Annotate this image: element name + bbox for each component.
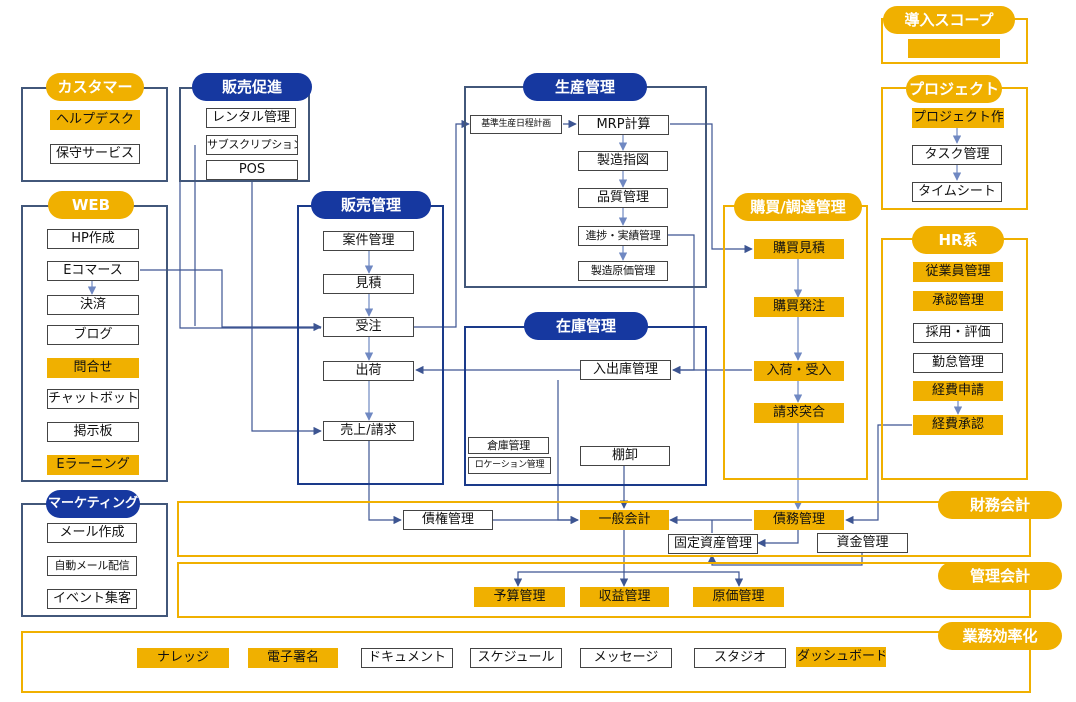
bbs-node[interactable]: 掲示板 (47, 422, 139, 442)
efficiency-header: 業務効率化 (938, 622, 1062, 650)
customer-frame (21, 87, 168, 182)
document-node[interactable]: ドキュメント (361, 648, 453, 668)
rental-node[interactable]: レンタル管理 (206, 108, 296, 128)
funds-node[interactable]: 資金管理 (817, 533, 908, 553)
stocktake-node[interactable]: 棚卸 (580, 446, 670, 466)
promo-header: 販売促進 (192, 73, 312, 101)
finance-header: 財務会計 (938, 491, 1062, 519)
event-node[interactable]: イベント集客 (47, 589, 137, 609)
master-schedule-node[interactable]: 基準生産日程計画 (470, 115, 562, 134)
invoice-match-node[interactable]: 請求突合 (754, 403, 844, 423)
web-header: WEB (48, 191, 134, 219)
inout-node[interactable]: 入出庫管理 (580, 360, 671, 380)
recruit-node[interactable]: 採用・評価 (913, 323, 1003, 343)
purchase-quote-node[interactable]: 購買見積 (754, 239, 844, 259)
blog-node[interactable]: ブログ (47, 325, 139, 345)
maintenance-node[interactable]: 保守サービス (50, 144, 140, 164)
inquiry-node[interactable]: 問合せ (47, 358, 139, 378)
quote-node[interactable]: 見積 (323, 274, 414, 294)
wire-payable-fixed (757, 530, 799, 548)
deal-node[interactable]: 案件管理 (323, 231, 414, 251)
cost-node[interactable]: 原価管理 (693, 587, 784, 607)
mgmt-acct-header: 管理会計 (938, 562, 1062, 590)
fixed-assets-node[interactable]: 固定資産管理 (668, 534, 758, 554)
employee-node[interactable]: 従業員管理 (913, 262, 1003, 282)
hp-node[interactable]: HP作成 (47, 229, 139, 249)
budget-node[interactable]: 予算管理 (474, 587, 565, 607)
payment-node[interactable]: 決済 (47, 295, 139, 315)
pos-node[interactable]: POS (206, 160, 298, 180)
wire-rental-order (179, 118, 321, 329)
warehouse-node[interactable]: 倉庫管理 (468, 437, 549, 454)
wire-funds-mgmt (707, 553, 863, 566)
wire-ec-order (140, 269, 322, 332)
project-header: プロジェクト (906, 75, 1002, 103)
customer-header: カスタマー (46, 73, 144, 101)
wire-mrp-purchase (670, 123, 753, 254)
wire-billing-receivable (368, 441, 402, 525)
ec-node[interactable]: Eコマース (47, 261, 139, 281)
quality-node[interactable]: 品質管理 (578, 188, 668, 208)
mfg-cost-node[interactable]: 製造原価管理 (578, 261, 668, 281)
expense-approve-node[interactable]: 経費承認 (913, 415, 1003, 435)
project-create-node[interactable]: プロジェクト作成 (912, 108, 1004, 128)
location-node[interactable]: ロケーション管理 (468, 457, 551, 474)
purchasing-header: 購買/調達管理 (734, 193, 862, 221)
payable-node[interactable]: 債務管理 (754, 510, 844, 530)
studio-node[interactable]: スタジオ (694, 648, 786, 668)
finance-frame (177, 501, 1031, 557)
receiving-node[interactable]: 入荷・受入 (754, 361, 844, 381)
efficiency-frame (21, 631, 1031, 693)
schedule-node[interactable]: スケジュール (470, 648, 562, 668)
chatbot-node[interactable]: チャットボット (47, 389, 139, 409)
production-header: 生産管理 (523, 73, 647, 101)
profit-node[interactable]: 収益管理 (580, 587, 669, 607)
knowledge-node[interactable]: ナレッジ (137, 648, 229, 668)
helpdesk-node[interactable]: ヘルプデスク (50, 110, 140, 130)
order-node[interactable]: 受注 (323, 317, 414, 337)
wire-general-budget (513, 571, 624, 587)
general-ledger-node[interactable]: 一般会計 (580, 510, 669, 530)
scope-header: 導入スコープ (883, 6, 1015, 34)
purchase-order-node[interactable]: 購買発注 (754, 297, 844, 317)
wire-expense-payable (845, 424, 912, 525)
auto-mail-node[interactable]: 自動メール配信 (47, 556, 137, 576)
wire-order-mps (414, 119, 470, 328)
billing-node[interactable]: 売上/請求 (323, 421, 414, 441)
attendance-node[interactable]: 勤怠管理 (913, 353, 1003, 373)
wire-general-cost (624, 571, 744, 587)
shipping-node[interactable]: 出荷 (323, 361, 414, 381)
receivable-node[interactable]: 債権管理 (403, 510, 493, 530)
expense-apply-node[interactable]: 経費申請 (913, 381, 1003, 401)
sales-header: 販売管理 (311, 191, 431, 219)
dashboard-node[interactable]: ダッシュボード (796, 647, 886, 667)
task-node[interactable]: タスク管理 (912, 145, 1002, 165)
message-node[interactable]: メッセージ (580, 648, 672, 668)
marketing-header: マーケティング (46, 490, 140, 518)
mgmt-acct-frame (177, 562, 1031, 618)
subscription-node[interactable]: サブスクリプション (206, 135, 298, 155)
timesheet-node[interactable]: タイムシート (912, 182, 1002, 202)
inventory-header: 在庫管理 (524, 312, 648, 340)
progress-node[interactable]: 進捗・実績管理 (578, 226, 668, 246)
approval-node[interactable]: 承認管理 (913, 291, 1003, 311)
elearning-node[interactable]: Eラーニング (47, 455, 139, 475)
hr-header: HR系 (912, 226, 1004, 254)
work-order-node[interactable]: 製造指図 (578, 151, 668, 171)
scope-legend-swatch (908, 39, 1000, 58)
mail-node[interactable]: メール作成 (47, 523, 137, 543)
esign-node[interactable]: 電子署名 (248, 648, 338, 668)
mrp-node[interactable]: MRP計算 (578, 115, 669, 135)
